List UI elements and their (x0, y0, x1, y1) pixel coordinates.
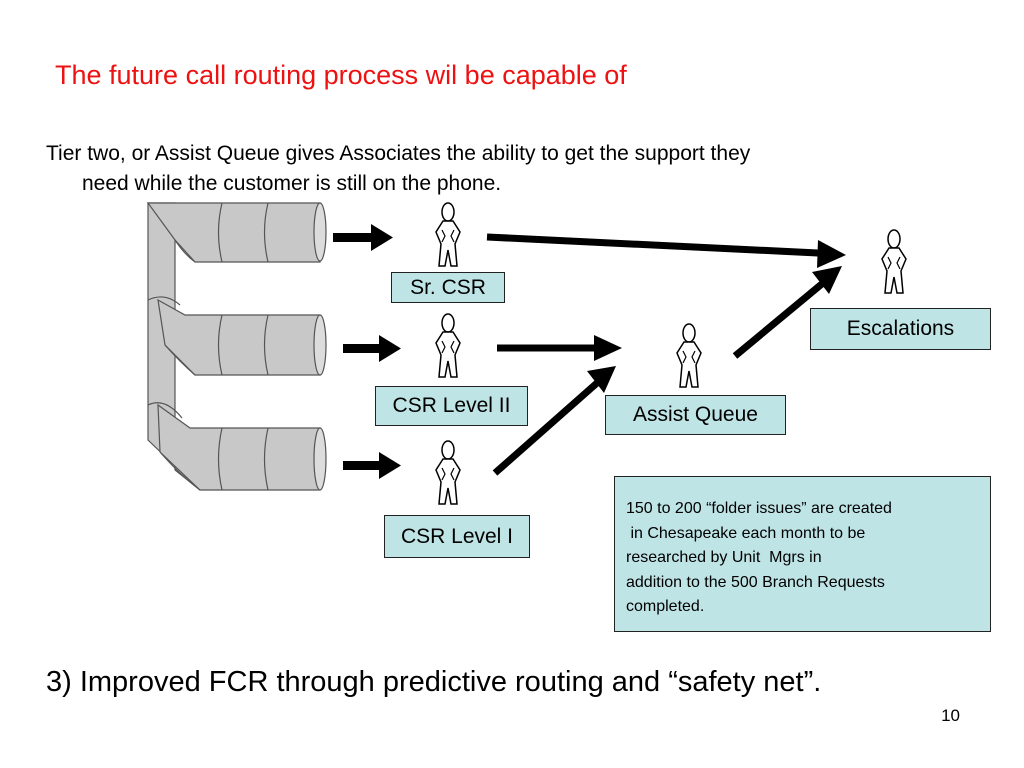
arrow-l1-to-assist-head (587, 366, 616, 393)
node-sr-csr: Sr. CSR (391, 272, 505, 303)
intro-line-1: Tier two, or Assist Queue gives Associat… (46, 142, 751, 165)
entry-arrows (333, 224, 401, 479)
person-escalations-icon (881, 229, 907, 294)
arrow-assist-to-escalations-head (812, 266, 842, 294)
person-csr-level-1-icon (435, 440, 461, 505)
node-escalations: Escalations (810, 308, 991, 350)
arrow-to-sr-csr (333, 224, 393, 251)
folder-issues-note: 150 to 200 “folder issues” are created i… (614, 476, 991, 632)
summary-point: 3) Improved FCR through predictive routi… (46, 666, 822, 698)
arrow-sr-to-escalations-head (817, 240, 846, 268)
note-line: in Chesapeake each month to be (626, 524, 866, 542)
arrow-to-csr-level-2 (343, 335, 401, 362)
node-csr-level-2: CSR Level II (375, 386, 528, 426)
intro-paragraph: Tier two, or Assist Queue gives Associat… (46, 139, 926, 199)
person-csr-level-2-icon (435, 313, 461, 378)
page-number: 10 (941, 706, 960, 725)
queue-pipes (146, 202, 327, 491)
slide-title: The future call routing process wil be c… (55, 60, 627, 90)
note-line: addition to the 500 Branch Requests (626, 573, 885, 591)
node-csr-level-1: CSR Level I (384, 515, 530, 558)
intro-line-2: need while the customer is still on the … (82, 172, 502, 195)
person-sr-csr-icon (435, 202, 461, 267)
routing-arrows (486, 233, 846, 476)
note-line: 150 to 200 “folder issues” are created (626, 500, 892, 517)
note-line: completed. (626, 598, 705, 615)
person-assist-queue-icon (676, 323, 702, 388)
arrow-to-csr-level-1 (343, 452, 401, 479)
node-assist-queue: Assist Queue (605, 395, 786, 435)
arrow-l2-to-assist-head (594, 335, 622, 361)
note-line: researched by Unit Mgrs in (626, 549, 822, 566)
